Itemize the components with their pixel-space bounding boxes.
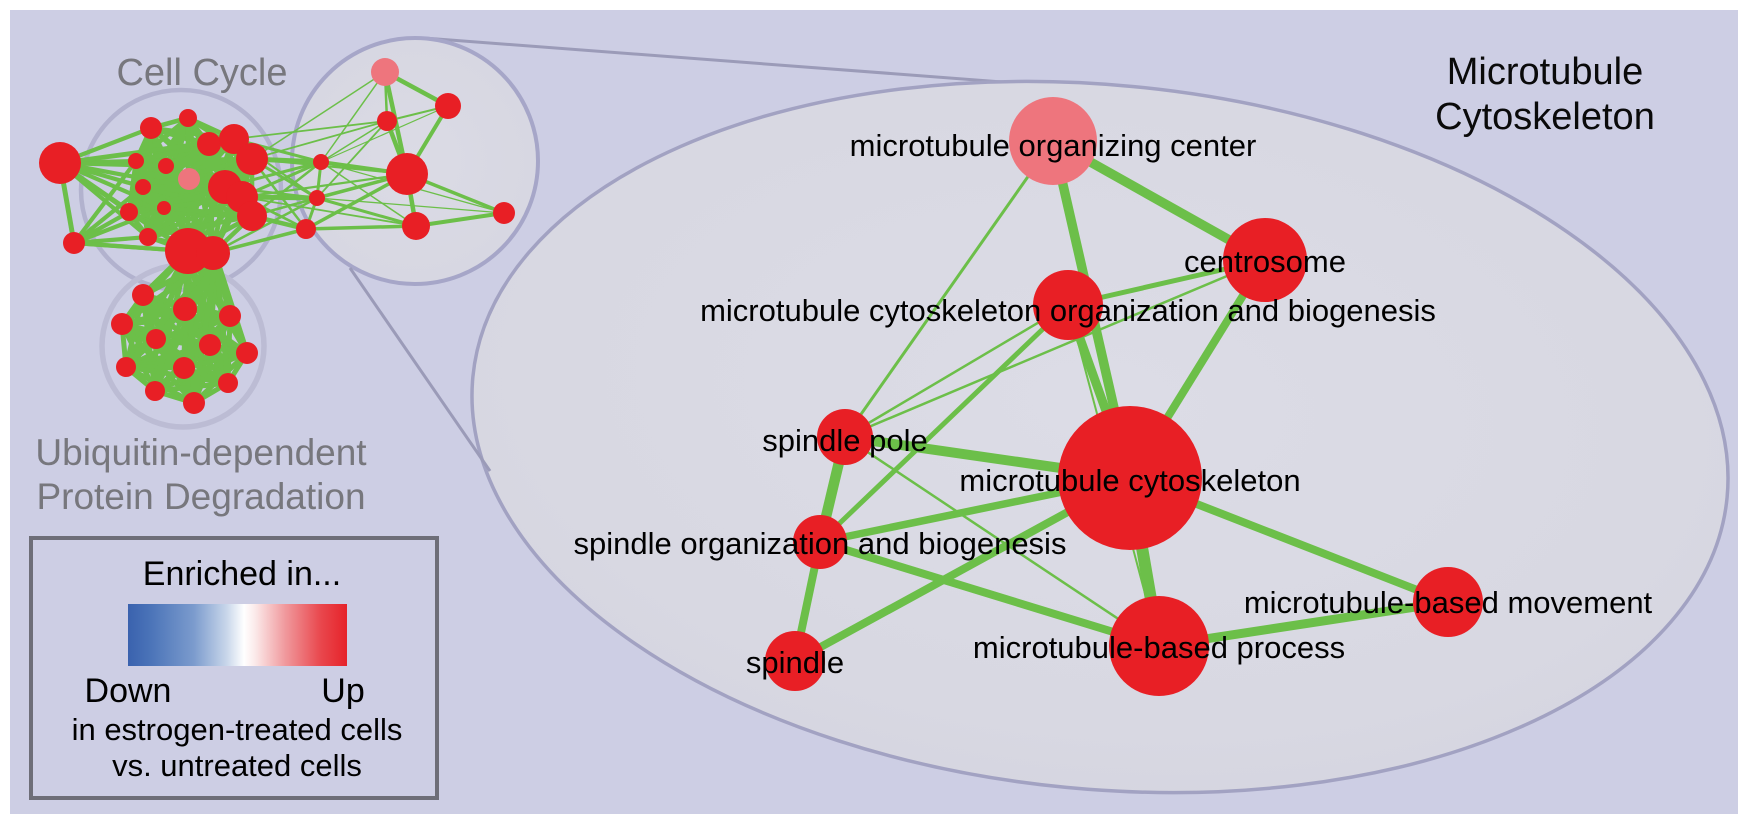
svg-text:microtubule cytoskeleton organ: microtubule cytoskeleton organization an…	[700, 293, 1436, 328]
svg-text:vs. untreated cells: vs. untreated cells	[112, 748, 362, 783]
svg-text:Down: Down	[85, 672, 172, 710]
svg-text:microtubule cytoskeleton: microtubule cytoskeleton	[959, 463, 1300, 498]
svg-text:Protein Degradation: Protein Degradation	[36, 476, 365, 517]
svg-text:Cell Cycle: Cell Cycle	[116, 52, 287, 94]
svg-text:spindle pole: spindle pole	[762, 423, 927, 458]
svg-text:Cytoskeleton: Cytoskeleton	[1435, 96, 1655, 138]
svg-text:spindle organization and bioge: spindle organization and biogenesis	[574, 526, 1067, 561]
svg-text:microtubule organizing center: microtubule organizing center	[850, 128, 1257, 163]
svg-text:Up: Up	[321, 672, 364, 710]
svg-text:microtubule-based movement: microtubule-based movement	[1244, 585, 1653, 620]
svg-text:Microtubule: Microtubule	[1447, 51, 1643, 93]
svg-text:spindle: spindle	[746, 645, 844, 680]
svg-text:Ubiquitin-dependent: Ubiquitin-dependent	[35, 432, 367, 473]
svg-text:centrosome: centrosome	[1184, 244, 1346, 279]
svg-text:Enriched in...: Enriched in...	[143, 555, 341, 593]
svg-text:in estrogen-treated cells: in estrogen-treated cells	[72, 712, 403, 747]
svg-text:microtubule-based process: microtubule-based process	[973, 630, 1345, 665]
